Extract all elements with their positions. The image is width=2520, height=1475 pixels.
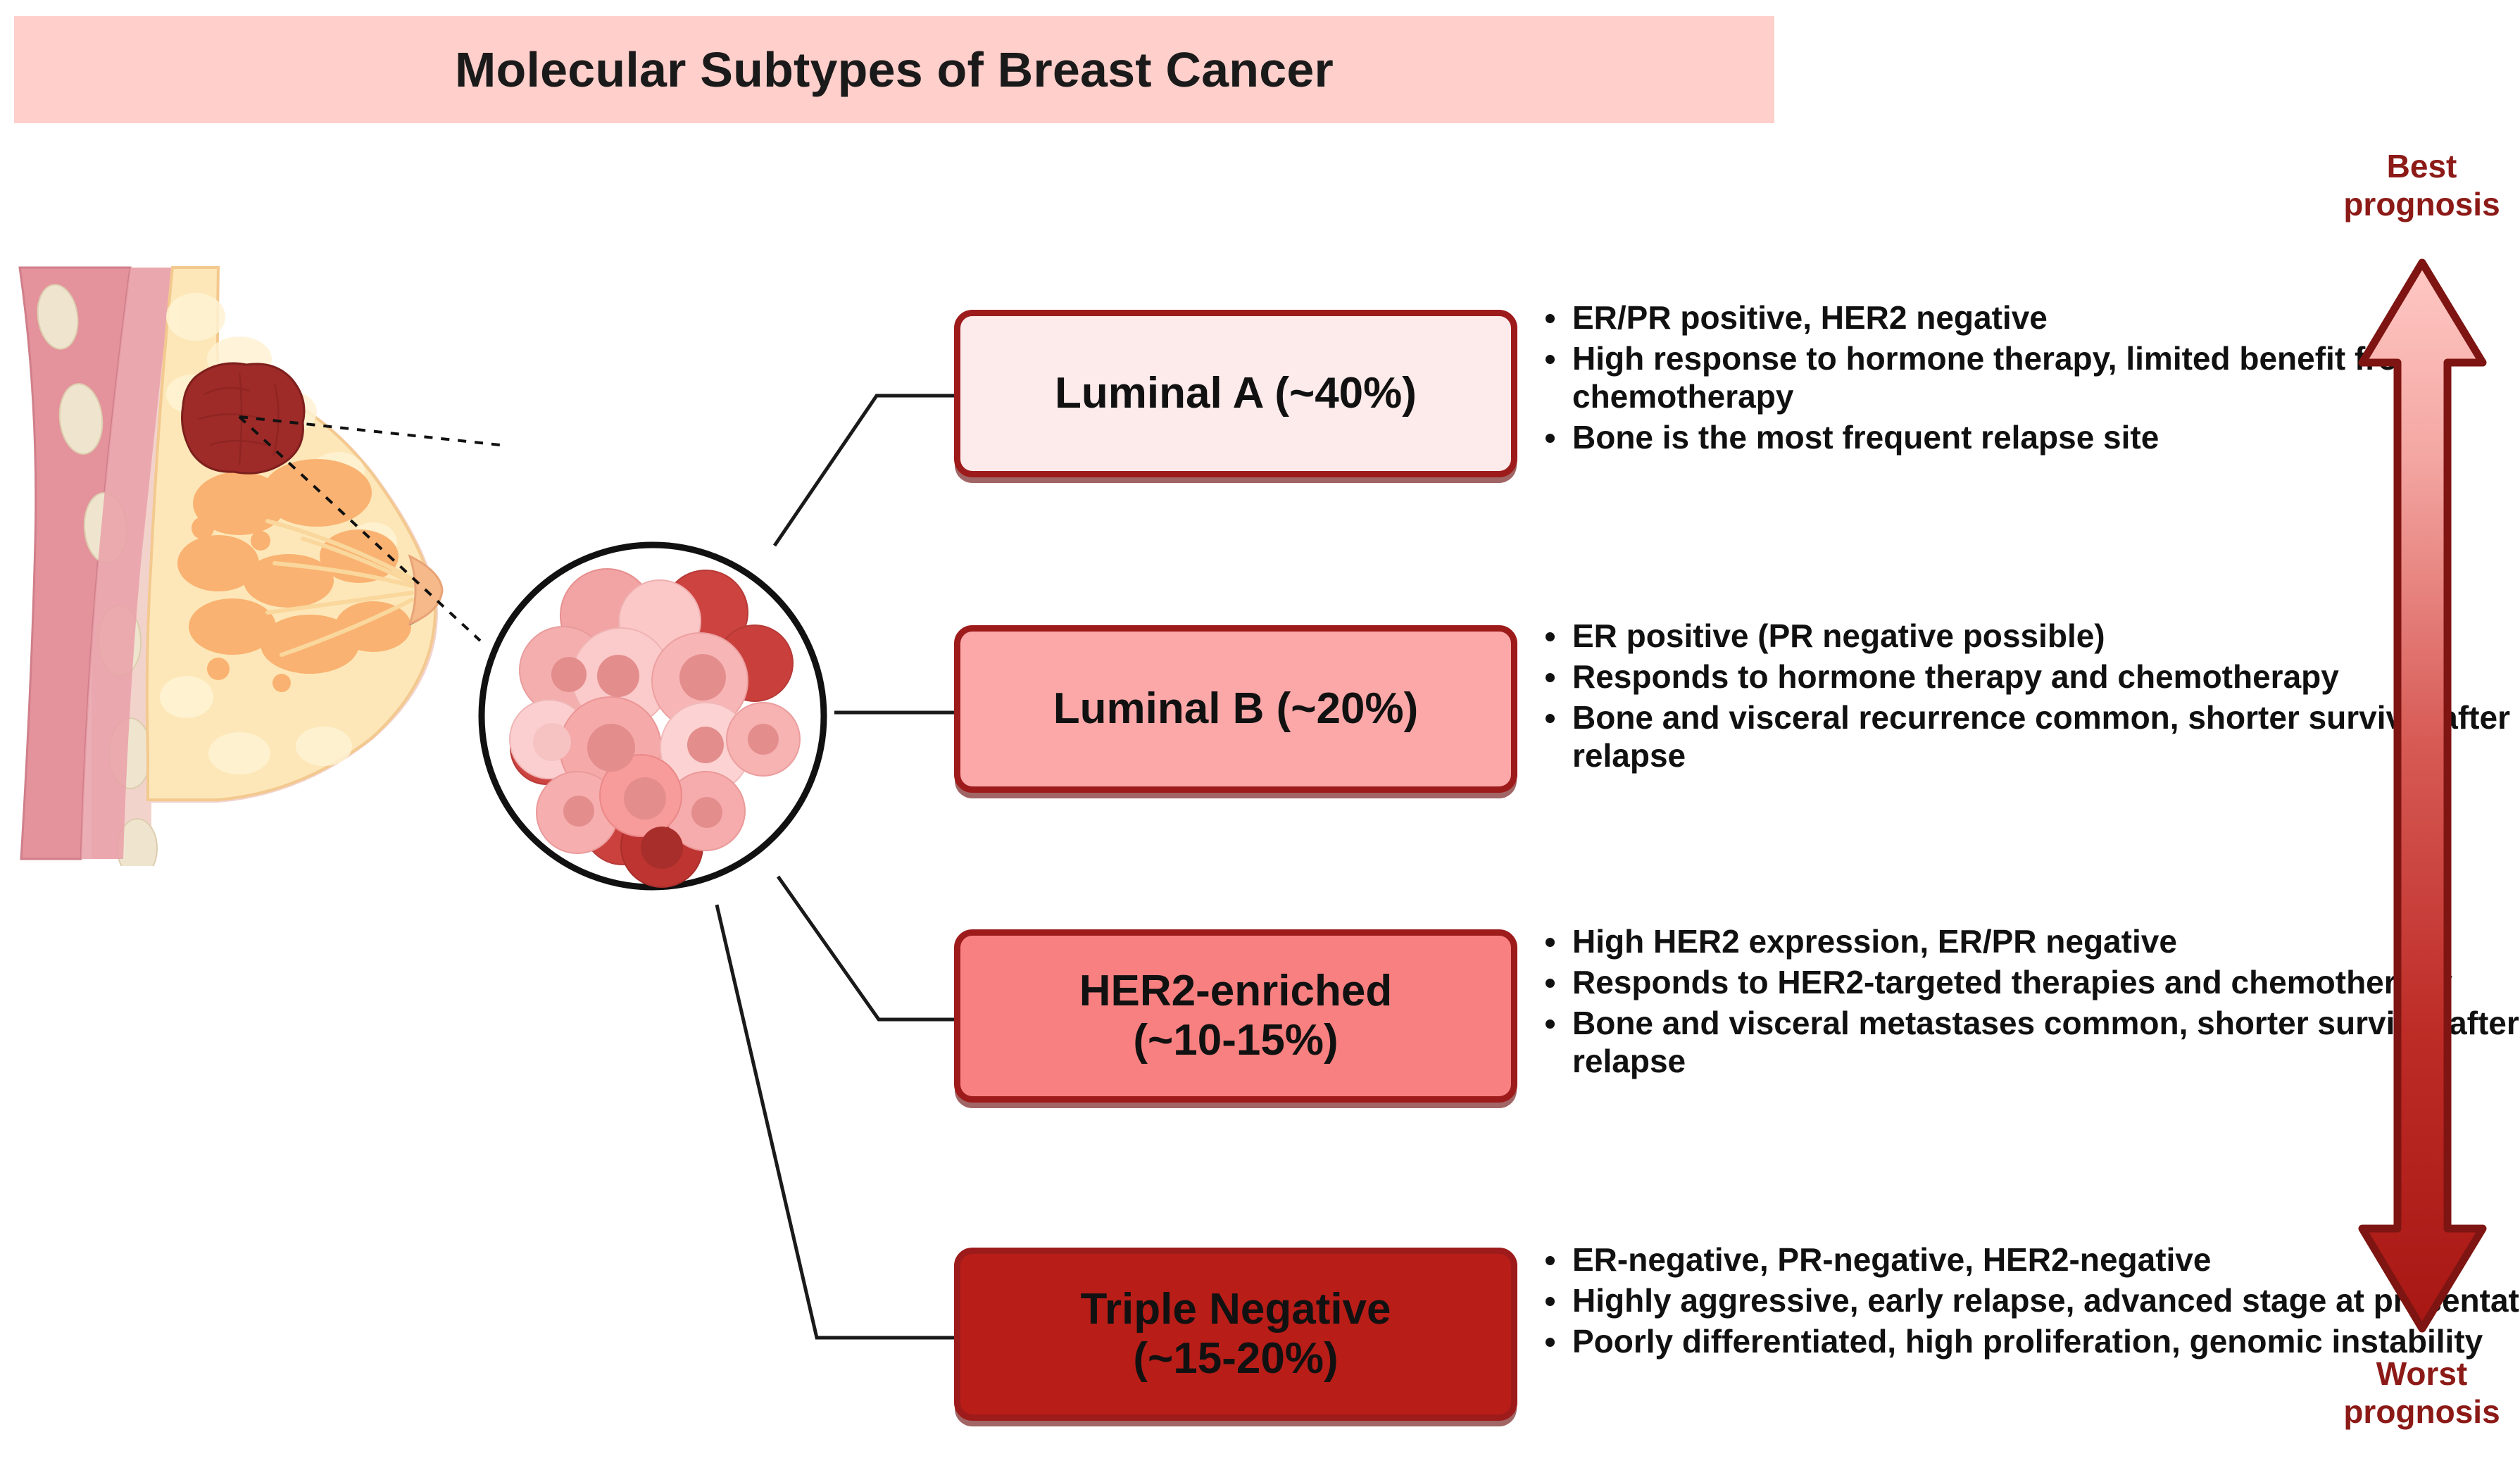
list-item: ER/PR positive, HER2 negative <box>1546 299 2520 337</box>
subtype-bullets-triple-negative: ER-negative, PR-negative, HER2-negative … <box>1531 1241 2520 1363</box>
subtype-label-line2: (~10-15%) <box>1133 1016 1339 1065</box>
breast-cross-section-illustration <box>18 266 500 866</box>
connector-luminal-a <box>772 394 954 547</box>
magnifier-pointer-lines <box>238 415 500 642</box>
list-item: Poorly differentiated, high proliferatio… <box>1546 1322 2520 1360</box>
subtype-label-line1: HER2-enriched <box>1079 966 1393 1015</box>
subtype-box-her2-enriched[interactable]: HER2-enriched (~10-15%) <box>954 929 1517 1103</box>
list-item: Bone is the most frequent relapse site <box>1546 418 2520 456</box>
list-item: High HER2 expression, ER/PR negative <box>1546 922 2520 960</box>
subtype-label-triple-negative: Triple Negative (~15-20%) <box>1069 1285 1402 1383</box>
subtype-label-line2: (~15-20%) <box>1133 1334 1339 1383</box>
best-prognosis-line2: prognosis <box>2343 185 2500 222</box>
list-item: Responds to hormone therapy and chemothe… <box>1546 658 2520 696</box>
list-item: High response to hormone therapy, limite… <box>1546 339 2520 415</box>
connector-triple-negative <box>715 904 954 1340</box>
subtype-bullets-her2-enriched: High HER2 expression, ER/PR negative Res… <box>1531 922 2520 1083</box>
subtype-label-luminal-b: Luminal B (~20%) <box>1053 684 1419 733</box>
list-item: ER-negative, PR-negative, HER2-negative <box>1546 1241 2520 1279</box>
tumor-cells <box>509 568 801 888</box>
subtype-bullets-luminal-a: ER/PR positive, HER2 negative High respo… <box>1531 299 2520 459</box>
connector-her2 <box>776 875 954 1022</box>
worst-prognosis-label: Worst prognosis <box>2324 1355 2520 1431</box>
subtype-box-triple-negative[interactable]: Triple Negative (~15-20%) <box>954 1248 1517 1421</box>
subtype-bullets-luminal-b: ER positive (PR negative possible) Respo… <box>1531 617 2520 777</box>
pectoral-fascia <box>81 268 173 859</box>
list-item: Bone and visceral recurrence common, sho… <box>1546 698 2520 774</box>
chest-muscle <box>20 268 130 859</box>
tumor-cell-cluster-circle <box>478 541 827 891</box>
best-prognosis-line1: Best <box>2386 148 2457 184</box>
milk-ducts <box>265 519 414 657</box>
list-item: Responds to HER2-targeted therapies and … <box>1546 963 2520 1001</box>
subtype-box-luminal-b[interactable]: Luminal B (~20%) <box>954 625 1517 793</box>
worst-prognosis-line1: Worst <box>2376 1355 2468 1392</box>
list-item: Highly aggressive, early relapse, advanc… <box>1546 1281 2520 1319</box>
list-item: Bone and visceral metastases common, sho… <box>1546 1004 2520 1080</box>
list-item: ER positive (PR negative possible) <box>1546 617 2520 655</box>
best-prognosis-label: Best prognosis <box>2324 148 2520 224</box>
subtype-label-line1: Triple Negative <box>1080 1284 1391 1333</box>
title-banner: Molecular Subtypes of Breast Cancer <box>14 16 1774 123</box>
worst-prognosis-line2: prognosis <box>2343 1393 2500 1430</box>
prognosis-scale: Best prognosis Worst prognosis <box>2324 148 2520 1457</box>
double-headed-vertical-arrow-icon <box>2358 258 2487 1333</box>
subtype-box-luminal-a[interactable]: Luminal A (~40%) <box>954 310 1517 477</box>
subtype-label-luminal-a: Luminal A (~40%) <box>1055 368 1417 418</box>
subtype-label-her2-enriched: HER2-enriched (~10-15%) <box>1068 967 1403 1065</box>
page-title: Molecular Subtypes of Breast Cancer <box>455 42 1334 97</box>
